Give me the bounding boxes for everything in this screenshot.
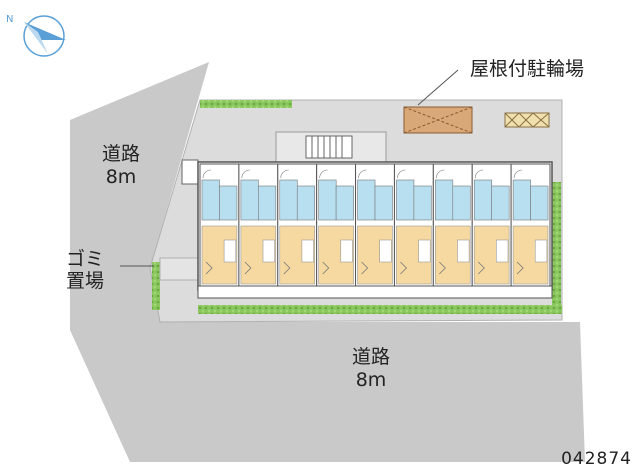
apartment-unit: [199, 163, 240, 287]
hedge-right: [552, 182, 561, 310]
south-road-label: 道路 8m: [352, 348, 390, 390]
bike-parking-label: 屋根付駐輪場: [470, 58, 585, 80]
compass-icon: N: [6, 14, 66, 57]
unit-row: [199, 163, 551, 287]
stair-west: [181, 159, 199, 185]
lot-boundary: [149, 99, 563, 323]
south-road-width: 8m: [355, 369, 387, 391]
apartment-unit: [316, 163, 357, 287]
svg-text:N: N: [6, 14, 13, 25]
south-road-name: 道路: [352, 346, 391, 368]
garbage-line2: 置場: [66, 270, 105, 292]
west-road-width: 8m: [105, 166, 137, 188]
garbage-area: [159, 257, 199, 281]
stair-icon: [305, 135, 353, 159]
apartment-unit: [355, 163, 395, 287]
west-road: [70, 62, 585, 462]
property-id: 042874: [561, 449, 632, 469]
apartment-unit: [238, 163, 279, 287]
bike-leader: [417, 69, 459, 106]
apartment-unit: [471, 163, 512, 287]
west-road-label: 道路 8m: [102, 145, 140, 187]
hedge-top: [200, 100, 292, 108]
west-road-name: 道路: [102, 143, 141, 165]
apartment-unit: [432, 163, 473, 287]
balcony-strip: [197, 285, 553, 299]
storage-boxes: [504, 112, 550, 128]
garbage-label: ゴミ 置場: [66, 250, 104, 291]
apartment-unit: [510, 163, 551, 287]
garbage-line1: ゴミ: [66, 248, 105, 270]
hedge-left: [152, 262, 160, 310]
apartment-unit: [277, 163, 318, 287]
apartment-unit: [393, 163, 434, 287]
hedge-bottom: [198, 305, 562, 314]
